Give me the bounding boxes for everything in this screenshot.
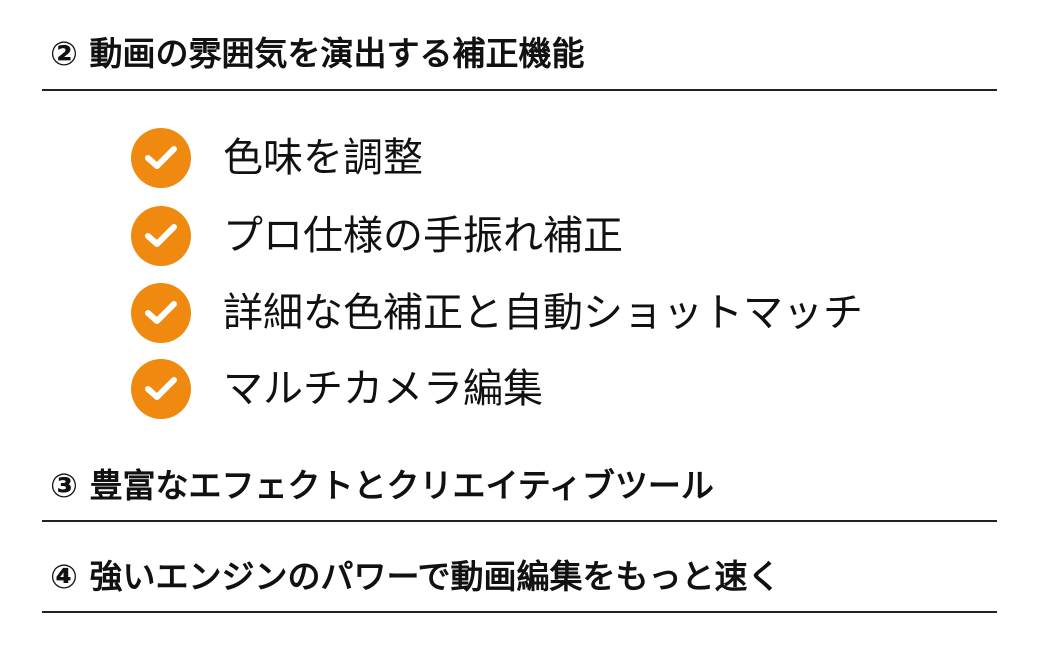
section-number: ④ bbox=[50, 557, 78, 596]
section-title: 豊富なエフェクトとクリエイティブツール bbox=[89, 466, 714, 505]
check-circle-icon bbox=[131, 283, 191, 343]
feature-label: 色味を調整 bbox=[223, 135, 423, 181]
divider bbox=[42, 520, 997, 522]
section-number: ③ bbox=[50, 466, 78, 505]
section-heading-4: ④ 強いエンジンのパワーで動画編集をもっと速く bbox=[50, 557, 780, 597]
divider bbox=[42, 89, 997, 91]
section-heading-3: ③ 豊富なエフェクトとクリエイティブツール bbox=[50, 466, 714, 506]
feature-label: 詳細な色補正と自動ショットマッチ bbox=[223, 290, 863, 336]
feature-item: マルチカメラ編集 bbox=[131, 359, 543, 419]
section-heading-2: ② 動画の雰囲気を演出する補正機能 bbox=[50, 34, 584, 74]
feature-item: プロ仕様の手振れ補正 bbox=[131, 206, 623, 266]
feature-label: プロ仕様の手振れ補正 bbox=[223, 213, 623, 259]
feature-label: マルチカメラ編集 bbox=[223, 366, 543, 412]
check-circle-icon bbox=[131, 128, 191, 188]
check-circle-icon bbox=[131, 359, 191, 419]
section-title: 強いエンジンのパワーで動画編集をもっと速く bbox=[89, 557, 781, 596]
feature-item: 色味を調整 bbox=[131, 128, 423, 188]
feature-item: 詳細な色補正と自動ショットマッチ bbox=[131, 283, 863, 343]
section-number: ② bbox=[50, 34, 78, 73]
divider bbox=[42, 611, 997, 613]
section-title: 動画の雰囲気を演出する補正機能 bbox=[89, 34, 585, 73]
check-circle-icon bbox=[131, 206, 191, 266]
